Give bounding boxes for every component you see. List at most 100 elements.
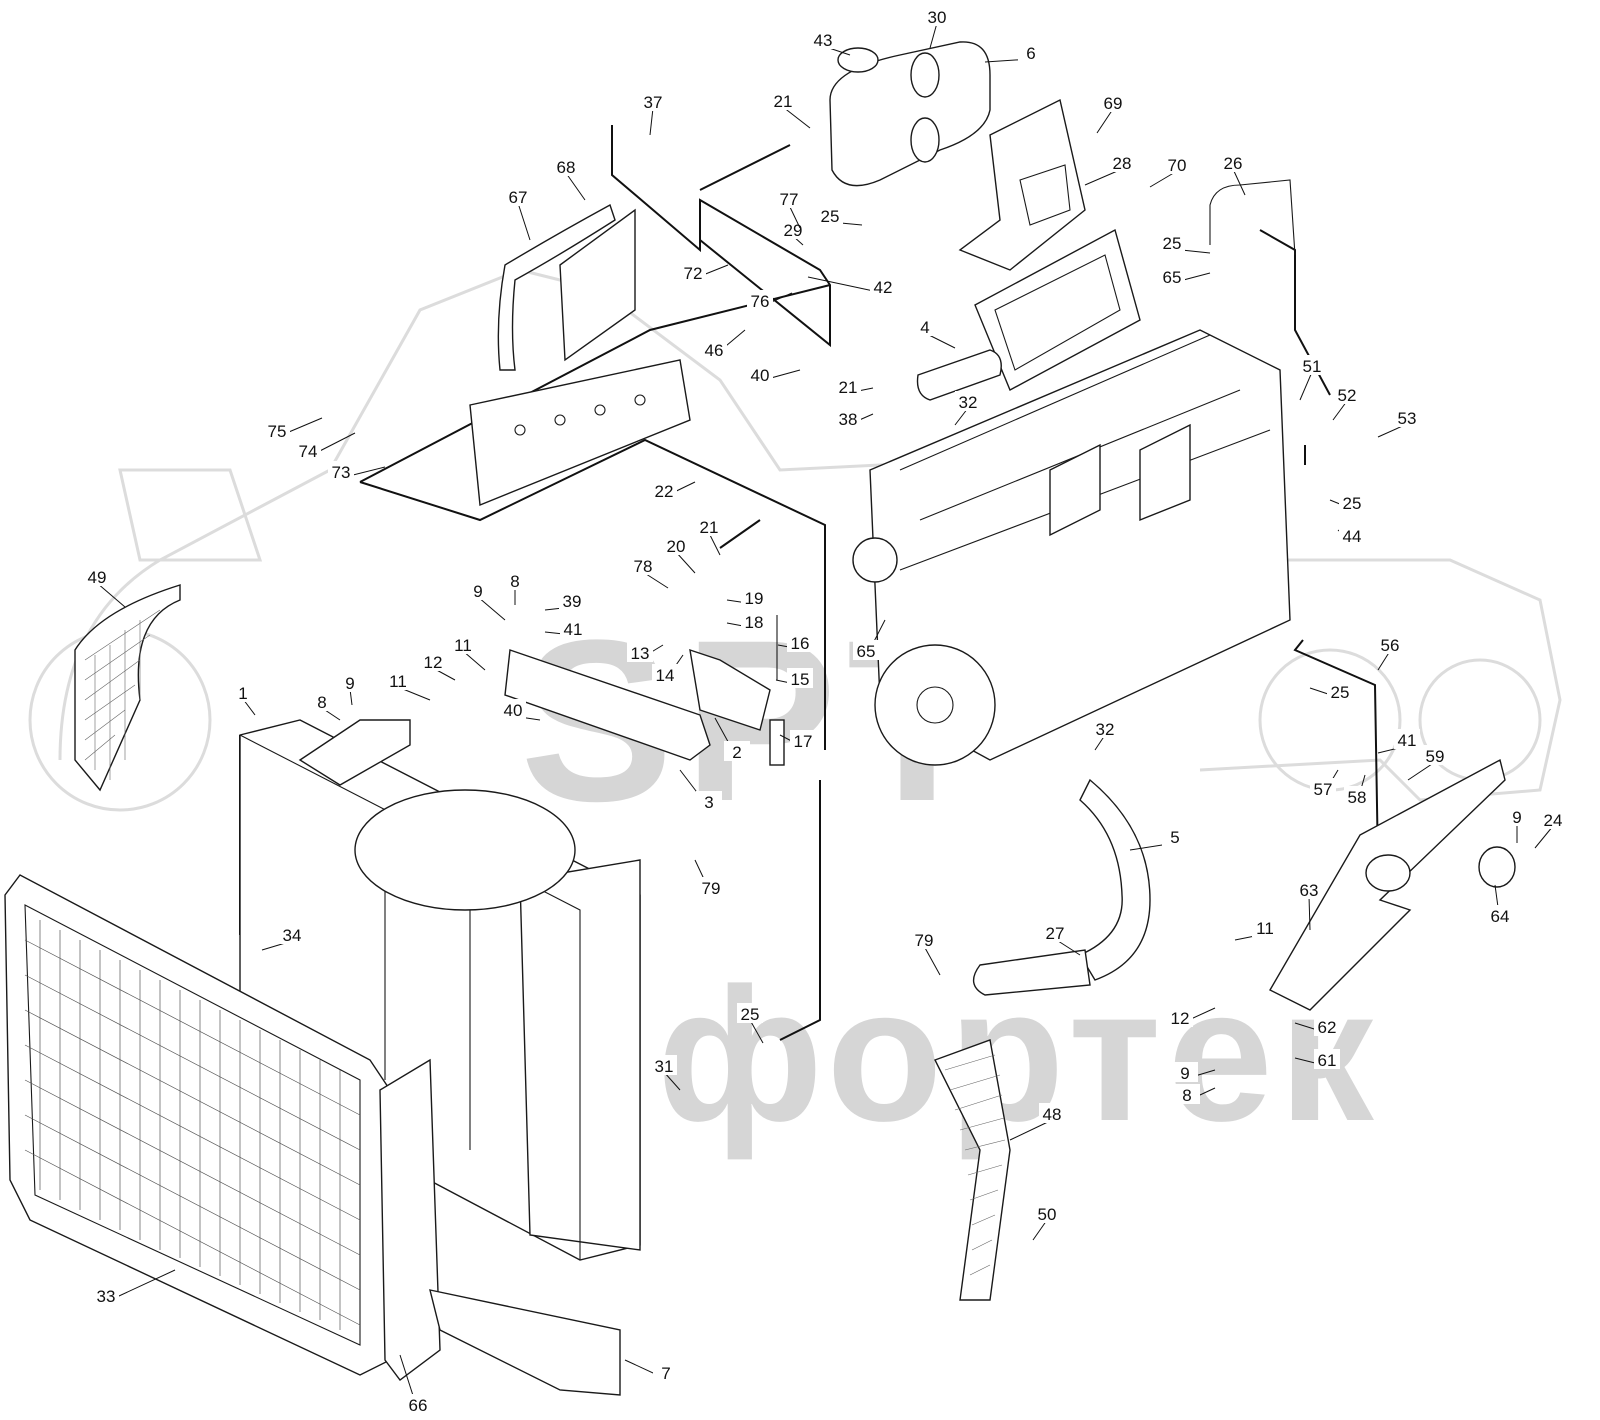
callout-bg-c57 bbox=[1310, 778, 1336, 798]
callout-c68: 68 bbox=[557, 158, 576, 177]
support-bar bbox=[504, 615, 785, 766]
callout-c40b: 40 bbox=[504, 701, 523, 720]
callout-bg-c26 bbox=[1220, 152, 1246, 172]
callout-bg-c59 bbox=[1422, 745, 1448, 765]
callout-bg-c64 bbox=[1487, 905, 1513, 925]
callout-bg-c14 bbox=[652, 664, 678, 684]
callout-c74: 74 bbox=[299, 442, 318, 461]
callout-bg-c9d bbox=[1504, 806, 1530, 826]
callout-c42: 42 bbox=[874, 278, 893, 297]
flywheel bbox=[874, 644, 996, 766]
callout-c21c: 21 bbox=[700, 518, 719, 537]
callout-c40a: 40 bbox=[751, 366, 770, 385]
callout-c46: 46 bbox=[705, 341, 724, 360]
callout-c32a: 32 bbox=[959, 393, 978, 412]
callout-c11a: 11 bbox=[389, 672, 407, 691]
callout-c2: 2 bbox=[732, 743, 741, 762]
callout-c38: 38 bbox=[839, 410, 858, 429]
callout-c11c: 11 bbox=[1256, 919, 1274, 938]
callout-bg-c20 bbox=[663, 535, 689, 555]
callout-bg-c25a bbox=[817, 205, 843, 225]
water-pump bbox=[852, 537, 898, 583]
callout-bg-c11c bbox=[1252, 917, 1278, 937]
callout-c76: 76 bbox=[751, 292, 770, 311]
callout-c72: 72 bbox=[684, 264, 703, 283]
callout-bg-c70 bbox=[1164, 154, 1190, 174]
callout-c70: 70 bbox=[1168, 156, 1187, 175]
lower-hose bbox=[972, 778, 1151, 996]
callout-c5: 5 bbox=[1170, 828, 1179, 847]
tank-cap bbox=[837, 47, 879, 73]
callout-bg-c63 bbox=[1296, 879, 1322, 899]
callout-c52: 52 bbox=[1338, 386, 1357, 405]
callout-c69: 69 bbox=[1104, 94, 1123, 113]
grille-mesh bbox=[24, 920, 361, 1330]
callout-c11b: 11 bbox=[454, 636, 472, 655]
callout-c41a: 41 bbox=[564, 620, 583, 639]
leader-line-c63 bbox=[1308, 895, 1311, 931]
callout-bg-c31 bbox=[651, 1055, 677, 1075]
callout-bg-c58 bbox=[1344, 786, 1370, 806]
callout-bg-c4 bbox=[912, 316, 938, 336]
leader-line-c24 bbox=[1534, 825, 1554, 849]
callout-bg-c13 bbox=[627, 642, 653, 662]
leader-line-c79b bbox=[923, 945, 941, 976]
callout-bg-c25b bbox=[1159, 232, 1185, 252]
callout-c65b: 65 bbox=[857, 642, 876, 661]
callout-bg-c44 bbox=[1339, 525, 1365, 545]
callout-bg-c67 bbox=[505, 186, 531, 206]
callout-bg-c8b bbox=[502, 570, 528, 590]
callout-c24: 24 bbox=[1544, 811, 1563, 830]
radiator-upper-bracket bbox=[298, 719, 411, 786]
callout-bg-c76 bbox=[747, 290, 773, 310]
fan-shroud bbox=[354, 789, 576, 911]
callout-bg-c2 bbox=[724, 741, 750, 761]
overflow-hose bbox=[497, 203, 616, 371]
callout-bg-c32b bbox=[1092, 718, 1118, 738]
leader-line-c56 bbox=[1377, 650, 1391, 671]
callout-bg-c12b bbox=[1167, 1007, 1193, 1027]
callout-c9c: 9 bbox=[1180, 1064, 1189, 1083]
callout-c19: 19 bbox=[745, 589, 764, 608]
callout-bg-c40a bbox=[747, 364, 773, 384]
callout-c8b: 8 bbox=[510, 572, 519, 591]
callout-c13: 13 bbox=[631, 644, 650, 663]
callout-c26: 26 bbox=[1224, 154, 1243, 173]
callout-c37: 37 bbox=[644, 93, 663, 112]
callout-c59: 59 bbox=[1426, 747, 1445, 766]
callout-c7: 7 bbox=[661, 1364, 670, 1383]
callout-bg-c19 bbox=[741, 587, 767, 607]
front-grille bbox=[4, 874, 621, 1396]
callout-bg-c56 bbox=[1377, 634, 1403, 654]
grille-side-plate bbox=[379, 1058, 441, 1381]
callout-bg-c79b bbox=[911, 929, 937, 949]
callout-bg-c5 bbox=[1162, 826, 1188, 846]
callout-bg-c51 bbox=[1299, 355, 1325, 375]
callout-c64: 64 bbox=[1491, 907, 1510, 926]
callout-bg-c30 bbox=[924, 6, 950, 26]
callout-bg-c8c bbox=[1174, 1084, 1200, 1104]
callout-c77: 77 bbox=[780, 190, 799, 209]
callout-c73: 73 bbox=[332, 463, 351, 482]
callout-bg-c38 bbox=[835, 408, 861, 428]
leader-line-c9b bbox=[477, 596, 506, 621]
leader-line-c49 bbox=[96, 582, 126, 608]
leader-line-c25e bbox=[749, 1019, 764, 1044]
right-support bbox=[1269, 758, 1516, 1011]
callout-c56: 56 bbox=[1381, 636, 1400, 655]
callout-c17: 17 bbox=[794, 732, 813, 751]
callout-bg-c22 bbox=[651, 480, 677, 500]
callout-c15: 15 bbox=[791, 670, 810, 689]
callout-c78: 78 bbox=[634, 557, 653, 576]
callout-c62: 62 bbox=[1318, 1018, 1337, 1037]
leader-line-c69 bbox=[1096, 108, 1114, 134]
callout-bg-c65b bbox=[853, 640, 879, 660]
callout-c3: 3 bbox=[704, 793, 713, 812]
leader-line-c21c bbox=[708, 532, 721, 556]
callout-bg-c46 bbox=[701, 339, 727, 359]
callout-c16: 16 bbox=[791, 634, 810, 653]
callout-bg-c37 bbox=[640, 91, 666, 111]
callout-bg-c21a bbox=[770, 90, 796, 110]
callout-bg-c74 bbox=[295, 440, 321, 460]
callout-bg-c33 bbox=[93, 1285, 119, 1305]
